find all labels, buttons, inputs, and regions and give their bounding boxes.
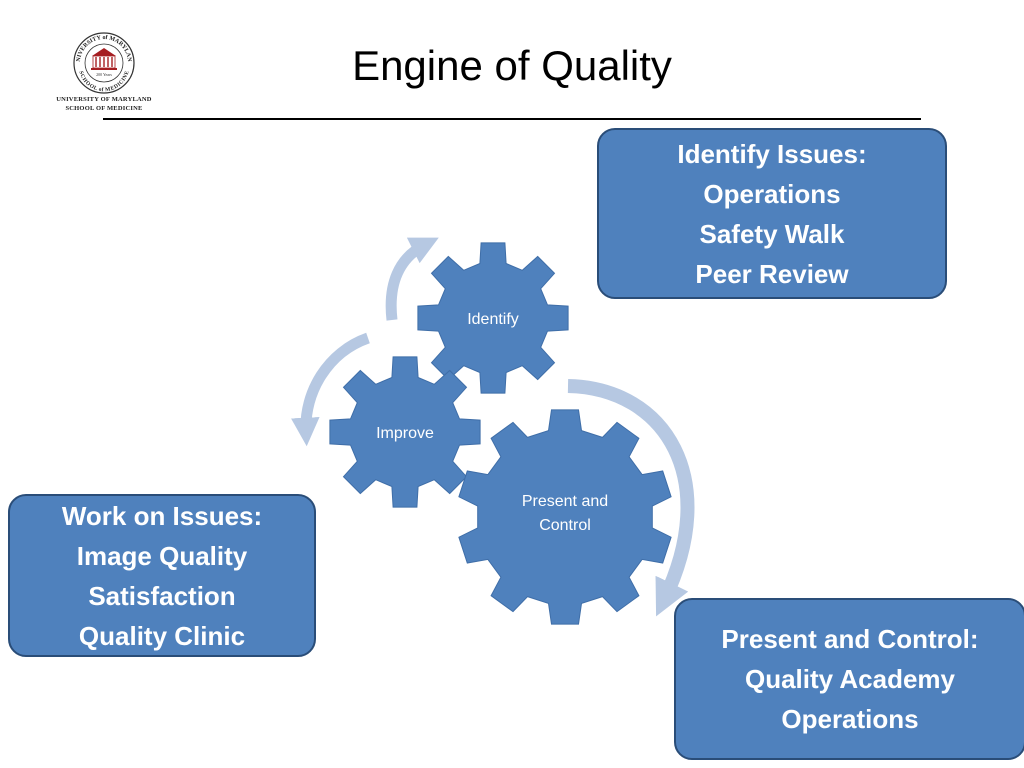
callout-heading: Identify Issues: bbox=[677, 138, 867, 169]
identify-issues-callout: Identify Issues: Operations Safety Walk … bbox=[597, 128, 947, 299]
seal-years: 200 Years bbox=[96, 72, 112, 77]
callout-item: Operations bbox=[781, 704, 919, 734]
callout-item: Safety Walk bbox=[699, 218, 845, 249]
arrow-present-to-improve bbox=[291, 332, 370, 447]
callout-item: Image Quality bbox=[76, 540, 248, 571]
callout-heading: Present and Control: bbox=[721, 624, 979, 654]
seal-icon: UNIVERSITY of MARYLAND SCHOOL of MEDICIN… bbox=[70, 30, 135, 94]
callout-heading: Work on Issues: bbox=[61, 500, 263, 531]
identify-gear-label: Identify bbox=[467, 311, 519, 328]
arrow-identify-to-present bbox=[567, 379, 695, 617]
logo-line-1: UNIVERSITY OF MARYLAND bbox=[56, 96, 152, 103]
callout-item: Quality Clinic bbox=[78, 620, 246, 651]
improve-gear-label: Improve bbox=[376, 425, 434, 442]
identify-gear bbox=[417, 242, 569, 394]
present-control-callout: Present and Control: Quality Academy Ope… bbox=[674, 598, 1024, 760]
work-on-issues-callout: Work on Issues: Image Quality Satisfacti… bbox=[8, 494, 316, 657]
callout-item: Satisfaction bbox=[88, 580, 236, 611]
title-divider bbox=[103, 118, 921, 120]
callout-item: Quality Academy bbox=[744, 664, 955, 694]
present-gear-label-line1: Present and bbox=[522, 493, 608, 510]
arrow-improve-to-identify bbox=[385, 237, 439, 321]
improve-gear bbox=[329, 356, 481, 508]
callout-item: Operations bbox=[703, 178, 841, 209]
present-control-gear bbox=[458, 409, 672, 625]
page-title: Engine of Quality bbox=[352, 42, 672, 89]
callout-item: Peer Review bbox=[695, 258, 849, 289]
present-gear-label-line2: Control bbox=[539, 517, 591, 534]
logo-line-2: SCHOOL OF MEDICINE bbox=[65, 105, 143, 112]
university-logo: UNIVERSITY of MARYLAND SCHOOL of MEDICIN… bbox=[52, 30, 156, 116]
